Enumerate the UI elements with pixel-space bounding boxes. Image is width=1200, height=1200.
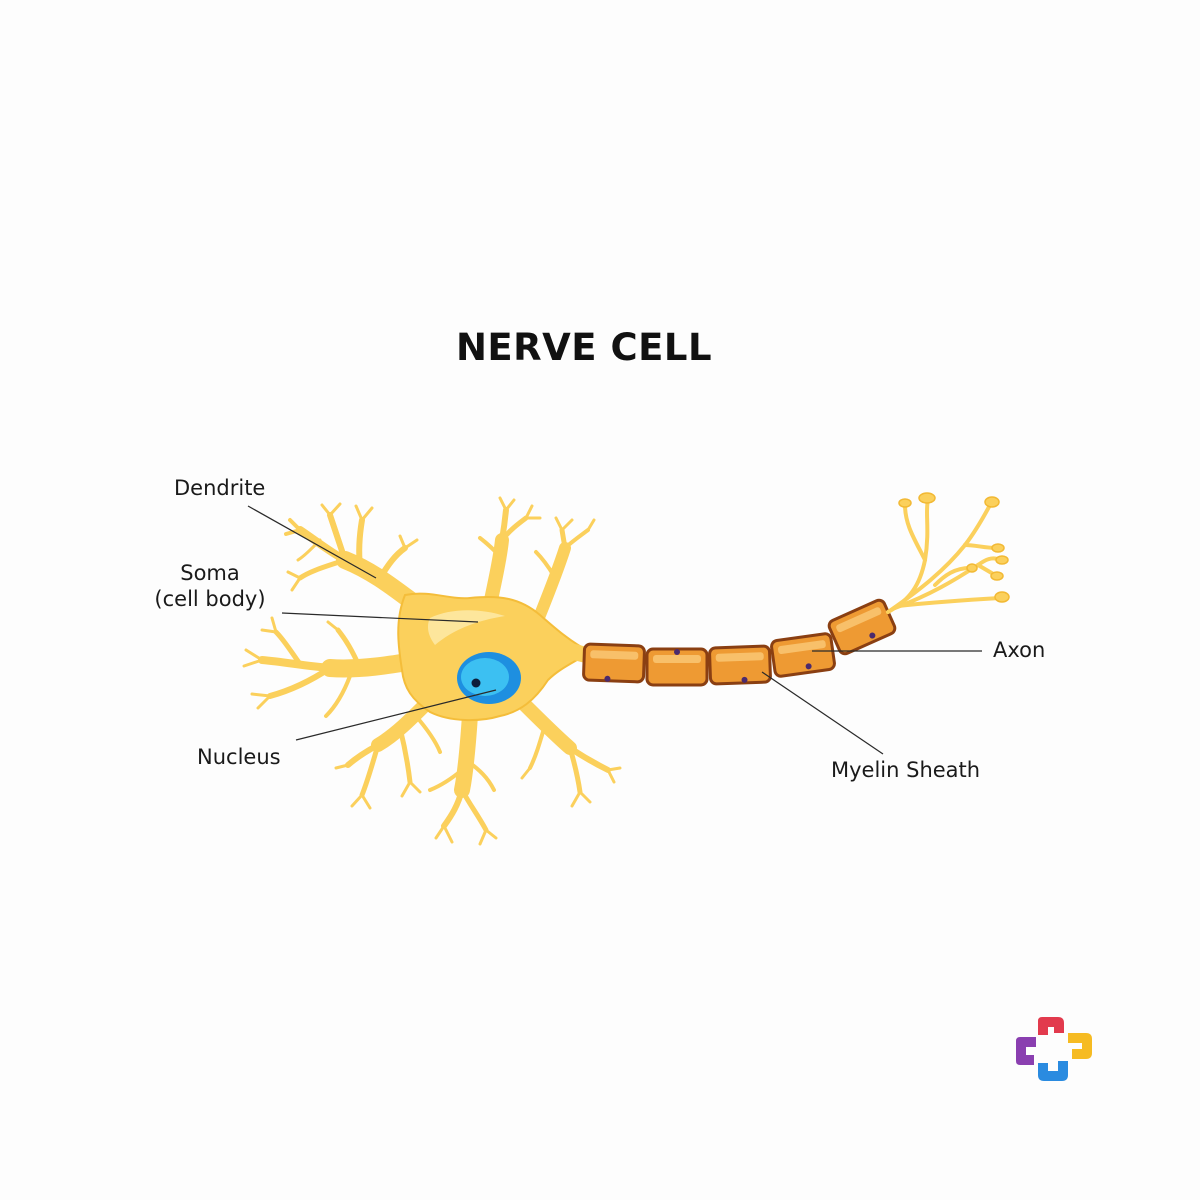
logo-yellow-segment xyxy=(1068,1033,1092,1059)
soma-label-line1: Soma xyxy=(180,561,240,585)
myelin-sheath xyxy=(582,598,897,687)
soma-label-line2: (cell body) xyxy=(154,587,266,611)
page-title: NERVE CELL xyxy=(455,326,713,369)
dendrite-label: Dendrite xyxy=(174,476,266,500)
axon-terminals xyxy=(886,498,1002,614)
dendrite-leader-line xyxy=(247,505,377,579)
myelin-leader-line xyxy=(761,671,884,755)
nucleus xyxy=(457,652,521,704)
logo-blue-segment xyxy=(1038,1061,1068,1081)
axon-label: Axon xyxy=(993,638,1046,662)
health-cross-logo xyxy=(1016,1017,1092,1081)
nucleus-leader-line xyxy=(295,689,497,741)
soma-highlight xyxy=(427,610,505,645)
logo-red-segment xyxy=(1038,1017,1064,1035)
leader-lines xyxy=(247,505,982,755)
myelin-sheath-label: Myelin Sheath xyxy=(831,758,981,782)
nucleolus xyxy=(471,678,481,688)
logo-purple-segment xyxy=(1016,1037,1036,1065)
soma-leader-line xyxy=(281,612,479,623)
terminal-bulbs xyxy=(898,492,1010,603)
soma-label: Soma (cell body) xyxy=(140,560,280,612)
nucleus-label: Nucleus xyxy=(197,745,281,769)
